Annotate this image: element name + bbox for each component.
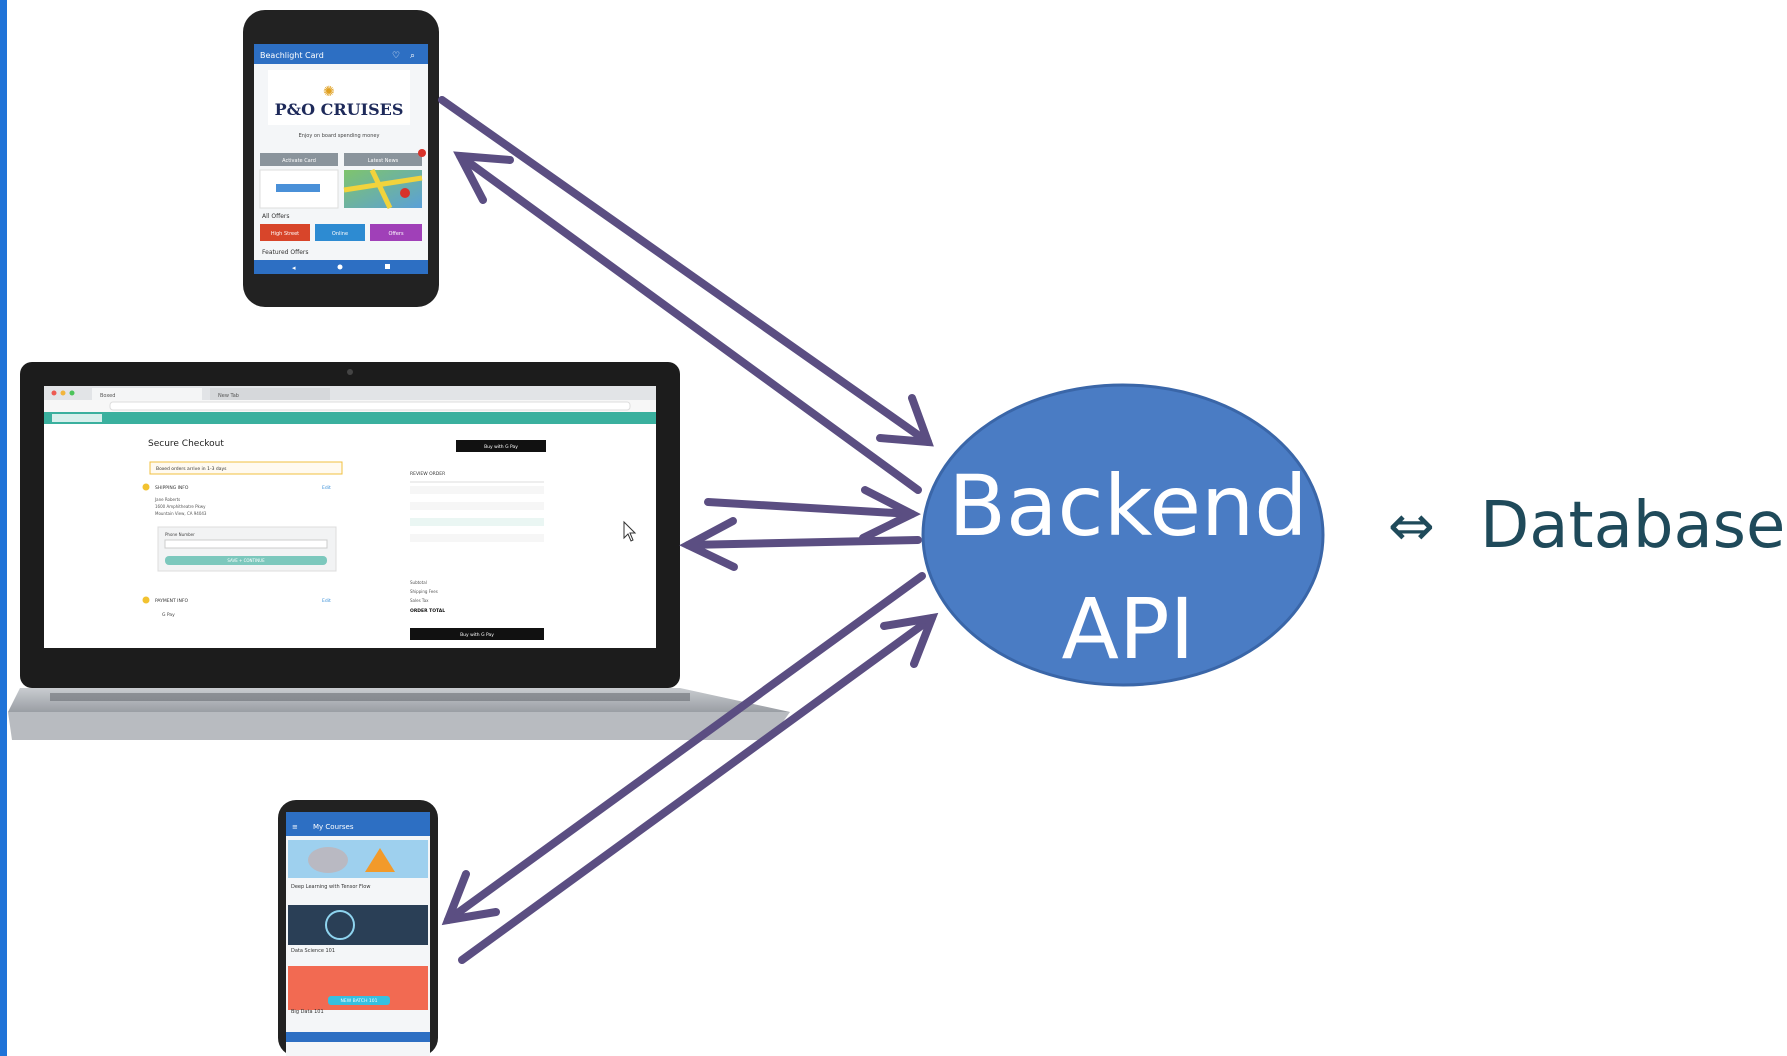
summary-subtotal: Subtotal — [410, 580, 427, 585]
save-continue-button[interactable] — [165, 556, 327, 565]
order-item-row-4 — [410, 534, 544, 542]
mouse-cursor-icon — [623, 520, 637, 542]
order-item-row-2 — [410, 502, 544, 510]
order-item-row-1 — [410, 486, 544, 494]
new-batch-badge-label: NEW BATCH 101 — [341, 998, 378, 1004]
tile-news-label: Latest News — [368, 158, 399, 164]
tile-activate-label: Activate Card — [282, 158, 316, 164]
browser-tab-new[interactable] — [210, 388, 330, 400]
summary-tax: Sales Tax — [410, 598, 429, 603]
offer-btn-offers[interactable] — [370, 224, 422, 241]
back-icon[interactable]: ◂ — [292, 264, 296, 272]
brand-name: P&O CRUISES — [275, 100, 404, 119]
payment-label: PAYMENT INFO — [155, 598, 188, 604]
brand-tagline: Enjoy on board spending money — [299, 133, 380, 139]
phone-top-app-title: Beachlight Card — [260, 51, 324, 60]
review-order-label: REVIEW ORDER — [410, 471, 445, 477]
bidirectional-arrow-icon: ⇔ — [1388, 494, 1435, 559]
database-label: Database — [1480, 489, 1785, 563]
course-title-deep-learning: Deep Learning with Tensor Flow — [291, 884, 370, 890]
map-pin-icon — [400, 188, 410, 198]
shipping-step-icon — [142, 483, 150, 491]
course-title-big-data: Big Data 101 — [291, 1009, 324, 1015]
save-continue-label: SAVE + CONTINUE — [227, 558, 265, 563]
backend-api-label-line1: Backend — [948, 457, 1307, 555]
order-item-row-3 — [410, 518, 544, 526]
offer-btn-high-street-label: High Street — [271, 231, 299, 237]
phone-bottom-navbar — [286, 1032, 430, 1042]
course-title-data-science: Data Science 101 — [291, 948, 335, 954]
phone-bottom: ≡ My Courses Deep Learning with Tensor F… — [278, 800, 438, 1056]
offer-btn-offers-label: Offers — [388, 231, 404, 237]
phone-top: Beachlight Card ♡ ⌕ ✺ P&O CRUISES Enjoy … — [243, 10, 439, 307]
payment-edit-link[interactable]: Edit — [322, 598, 331, 604]
brain-icon — [308, 847, 348, 873]
checkout-title: Secure Checkout — [148, 439, 224, 449]
brand-card — [268, 70, 410, 125]
address-line-2: 1600 Amphitheatre Pkwy — [155, 504, 206, 509]
site-header-bar — [44, 412, 656, 424]
arrow-bottom-phone-to-api — [458, 612, 939, 964]
delivery-notice-text: Boxed orders arrive in 1-3 days — [156, 466, 227, 472]
left-accent-bar — [0, 0, 7, 1056]
summary-shipping: Shipping Fees — [410, 589, 438, 594]
phone-number-input[interactable] — [164, 539, 328, 549]
sun-logo-icon: ✺ — [323, 84, 335, 100]
heart-icon: ♡ — [392, 51, 400, 61]
arrow-api-to-bottom-phone — [441, 572, 926, 926]
buy-gpay-button-bottom-label: Buy with G Pay — [460, 632, 494, 638]
home-icon[interactable] — [337, 264, 343, 270]
offer-btn-high-street[interactable] — [260, 224, 310, 241]
tile-activate[interactable] — [260, 153, 338, 166]
webcam-icon — [347, 369, 353, 375]
backend-api-label-line2: API — [1062, 580, 1195, 678]
arrows — [438, 96, 939, 964]
phone-bottom-appbar — [286, 812, 430, 836]
delivery-notice — [149, 461, 343, 475]
address-line-3: Mountain View, CA 94043 — [155, 511, 207, 516]
course-thumb-data-science[interactable] — [288, 905, 428, 945]
phone-top-appbar — [254, 44, 428, 64]
arrow-laptop-to-api — [704, 486, 921, 542]
buy-gpay-button-top-label: Buy with G Pay — [484, 444, 518, 450]
phone-number-label: Phone Number — [165, 532, 195, 537]
tensorflow-logo-icon — [365, 848, 395, 872]
laptop-keyboard — [50, 693, 690, 701]
buy-gpay-button-top[interactable] — [456, 440, 546, 452]
tile-news[interactable] — [344, 153, 422, 166]
offer-btn-online-label: Online — [332, 231, 348, 237]
phone-bottom-app-title: My Courses — [313, 823, 354, 831]
gpay-option[interactable]: G Pay — [162, 612, 175, 618]
atom-icon — [325, 910, 355, 940]
card-preview-button — [276, 184, 320, 192]
browser-tab-new-label: New Tab — [218, 393, 239, 399]
arrow-api-to-laptop — [679, 517, 922, 571]
recents-icon[interactable] — [385, 264, 390, 269]
site-logo — [52, 414, 102, 422]
menu-icon[interactable]: ≡ — [292, 823, 298, 831]
address-line-1: Jane Roberts — [154, 497, 180, 502]
shipping-label: SHIPPING INFO — [155, 485, 189, 491]
laptop-screen — [44, 386, 656, 648]
notification-dot — [418, 149, 426, 157]
featured-offers-heading: Featured Offers — [262, 249, 309, 256]
browser-tab-boxed[interactable] — [92, 388, 202, 400]
arrow-api-to-top-phone — [453, 151, 922, 494]
summary-total: ORDER TOTAL — [410, 608, 445, 614]
laptop: Boxed New Tab Secure Checkout Boxed orde… — [8, 362, 790, 740]
laptop-base — [8, 712, 790, 740]
new-batch-badge — [328, 996, 390, 1005]
offer-btn-online[interactable] — [315, 224, 365, 241]
backend-api-node — [921, 383, 1325, 687]
arrow-top-phone-to-api — [438, 96, 934, 447]
search-icon: ⌕ — [410, 51, 415, 61]
payment-step-icon — [142, 596, 150, 604]
all-offers-heading: All Offers — [262, 213, 290, 220]
browser-tab-boxed-label: Boxed — [100, 393, 115, 399]
shipping-edit-link[interactable]: Edit — [322, 485, 331, 491]
buy-gpay-button-bottom[interactable] — [410, 628, 544, 640]
